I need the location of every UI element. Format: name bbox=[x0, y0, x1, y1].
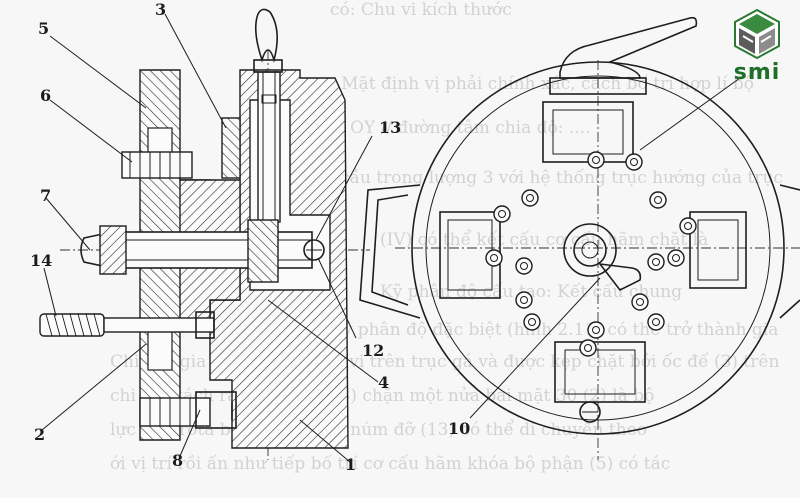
callout-13: 13 bbox=[379, 118, 401, 137]
background-text-line: ới vị trí rồi ấn như tiếp bố trí cơ cấu … bbox=[110, 454, 671, 474]
bolt-hole bbox=[485, 249, 503, 267]
callout-8: 8 bbox=[172, 451, 183, 470]
bolt-hole bbox=[679, 217, 697, 235]
background-text-line: - Mặt định vị phải chính xác, cách bố tr… bbox=[330, 74, 754, 94]
background-text-line: (IV) có thể kết cấu cơ cấu hãm chặt là bbox=[380, 230, 709, 250]
bolt-hole-inner bbox=[490, 254, 498, 262]
bolt-hole-inner bbox=[684, 222, 692, 230]
callout-1: 1 bbox=[345, 455, 356, 474]
bolt-hole-inner bbox=[592, 326, 600, 334]
callout-3: 3 bbox=[155, 0, 166, 19]
bolt-hole-inner bbox=[592, 156, 600, 164]
bolt-hole bbox=[631, 293, 649, 311]
lock-lever bbox=[559, 16, 698, 79]
callout-10: 10 bbox=[448, 419, 470, 438]
bolt-hole bbox=[515, 257, 533, 275]
bolt-hole bbox=[579, 339, 597, 357]
background-text-line: có: Chu vi kích thước bbox=[330, 0, 512, 20]
lock-screw-shank bbox=[103, 317, 215, 333]
background-text-line: OY // đường tâm chia độ: .... bbox=[350, 118, 591, 138]
bolt-hole bbox=[515, 291, 533, 309]
bolt-hole bbox=[587, 151, 605, 169]
bolt-hole bbox=[647, 313, 665, 331]
bolt-hole-pattern bbox=[485, 151, 697, 357]
bolt-hole-inner bbox=[520, 262, 528, 270]
bolt-head-bottom bbox=[139, 397, 211, 427]
bolt-hole bbox=[647, 253, 665, 271]
bolt-hole-inner bbox=[672, 254, 680, 262]
bolt-hole bbox=[667, 249, 685, 267]
clamp-pad-right bbox=[689, 211, 747, 289]
background-text-line: cầu trong lượng 3 với hệ thống trục hướn… bbox=[340, 168, 783, 188]
bolt-hole bbox=[649, 191, 667, 209]
plunger-knob bbox=[254, 8, 278, 63]
bottom-dowel bbox=[579, 401, 601, 423]
bolt-hole bbox=[521, 189, 539, 207]
logo-text: smi bbox=[733, 60, 781, 85]
callout-labels: 5 6 3 7 14 2 8 13 12 4 1 10 bbox=[30, 0, 470, 474]
bolt-hole-inner bbox=[498, 210, 506, 218]
bolt-hole-inner bbox=[636, 298, 644, 306]
bolt-hole-inner bbox=[630, 158, 638, 166]
central-hub bbox=[563, 223, 617, 277]
leader-lines bbox=[41, 13, 741, 463]
clamp-ring bbox=[221, 117, 241, 179]
smi-cube-logo-icon bbox=[734, 8, 780, 60]
front-view bbox=[359, 16, 800, 460]
bolt-hole bbox=[587, 321, 605, 339]
brand-logo: smi bbox=[722, 6, 792, 85]
callout-5: 5 bbox=[38, 19, 49, 38]
clamp-pad-top bbox=[542, 101, 634, 163]
index-pawl bbox=[598, 262, 642, 292]
background-text-line: Kỹ phân độ đặc biệt (hình 2.11) có thể t… bbox=[330, 320, 779, 340]
index-bushing bbox=[247, 219, 279, 283]
callout-7: 7 bbox=[40, 186, 51, 205]
bolt-head-top bbox=[121, 151, 193, 179]
bolt-hole-inner bbox=[652, 258, 660, 266]
bolt-hole-inner bbox=[654, 196, 662, 204]
background-text-line: Kỹ phân độ cấu tạo: Kết cấu chung bbox=[380, 282, 683, 302]
bolt-hole-inner bbox=[526, 194, 534, 202]
bolt-hole bbox=[493, 205, 511, 223]
callout-6: 6 bbox=[40, 86, 51, 105]
knurled-knob bbox=[39, 313, 105, 337]
clamp-pad-bottom bbox=[554, 341, 646, 403]
bolt-hole-inner bbox=[528, 318, 536, 326]
mounting-bracket-left bbox=[359, 184, 421, 319]
callout-2: 2 bbox=[34, 425, 45, 444]
bolt-hole-inner bbox=[652, 318, 660, 326]
section-view bbox=[39, 8, 370, 460]
callout-14: 14 bbox=[30, 251, 52, 270]
bolt-hole bbox=[523, 313, 541, 331]
bolt-hole-inner bbox=[584, 344, 592, 352]
detent-screw bbox=[303, 239, 325, 261]
clamp-washer bbox=[99, 225, 127, 275]
callout-4: 4 bbox=[378, 373, 389, 392]
callout-12: 12 bbox=[362, 341, 384, 360]
bolt-hole-inner bbox=[520, 296, 528, 304]
bolt-hole bbox=[625, 153, 643, 171]
arbor-shaft bbox=[111, 231, 313, 269]
